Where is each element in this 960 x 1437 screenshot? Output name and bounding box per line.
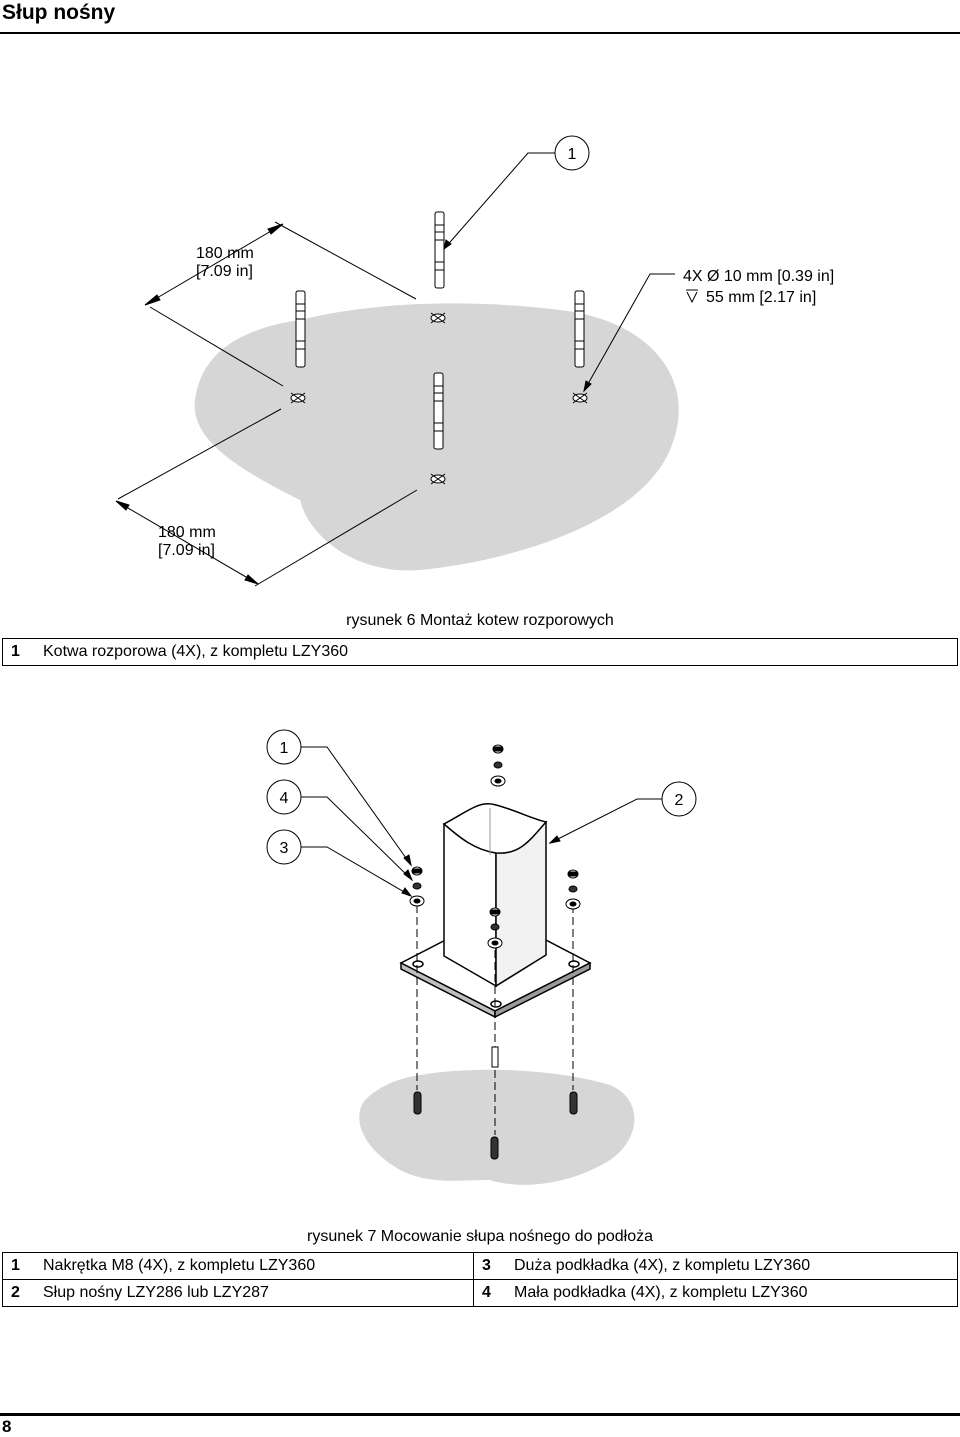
callout-leaders xyxy=(266,729,697,897)
legend-text: Mała podkładka (4X), z kompletu LZY360 xyxy=(506,1279,958,1307)
dimension-bottom-in: [7.09 in] xyxy=(158,542,215,559)
dimension-top-in: [7.09 in] xyxy=(196,263,253,280)
hardware-stack-top xyxy=(490,744,506,787)
legend-text: Nakrętka M8 (4X), z kompletu LZY360 xyxy=(35,1252,474,1280)
floor-anchors xyxy=(413,1046,578,1160)
legend-number: 1 xyxy=(2,638,35,666)
hardware-stack-right xyxy=(565,869,581,910)
drill-holes xyxy=(290,312,588,485)
legend-text: Duża podkładka (4X), z kompletu LZY360 xyxy=(506,1252,958,1280)
hardware-stack-center xyxy=(487,907,503,949)
legend-number: 4 xyxy=(473,1279,506,1307)
page-number: 8 xyxy=(2,1417,12,1436)
page-title: Słup nośny xyxy=(2,1,116,24)
anchor-bolt-bottom xyxy=(433,372,444,450)
support-post xyxy=(442,803,548,988)
legend-row: 1 Nakrętka M8 (4X), z kompletu LZY360 3 … xyxy=(2,1252,958,1280)
legend-number: 3 xyxy=(473,1252,506,1280)
dimension-line-top xyxy=(144,221,417,387)
footer-divider xyxy=(0,1413,960,1416)
figure-6-legend: 1 Kotwa rozporowa (4X), z kompletu LZY36… xyxy=(2,638,958,666)
callout-number-3: 3 xyxy=(280,840,289,857)
hole-spec-diameter: 4X Ø 10 mm [0.39 in] xyxy=(683,268,834,285)
figure-6-anchor-drawing: 1 180 mm [7.09 in] 180 mm [7.09 in] 4X Ø… xyxy=(115,135,834,587)
depth-symbol-icon xyxy=(686,289,698,304)
figure-7-legend: 1 Nakrętka M8 (4X), z kompletu LZY360 3 … xyxy=(2,1252,958,1307)
hole-spec-depth: 55 mm [2.17 in] xyxy=(706,289,816,306)
legend-row: 1 Kotwa rozporowa (4X), z kompletu LZY36… xyxy=(2,638,958,666)
legend-text: Słup nośny LZY286 lub LZY287 xyxy=(35,1279,474,1307)
callout-1 xyxy=(443,135,590,251)
anchor-bolt-right xyxy=(574,290,585,368)
title-divider xyxy=(0,32,960,34)
figure-7-caption: rysunek 7 Mocowanie słupa nośnego do pod… xyxy=(306,1228,653,1245)
anchor-bolt-left xyxy=(295,290,306,368)
figure-6-caption: rysunek 6 Montaż kotew rozporowych xyxy=(346,612,614,629)
figure-6-callout-number: 1 xyxy=(568,146,577,163)
dimension-bottom-mm: 180 mm xyxy=(158,524,216,541)
hardware-stack-left xyxy=(409,866,425,907)
callout-number-2: 2 xyxy=(675,792,684,809)
hole-spec-leader xyxy=(583,273,675,393)
callout-number-4: 4 xyxy=(280,790,289,807)
legend-row: 2 Słup nośny LZY286 lub LZY287 4 Mała po… xyxy=(2,1279,958,1307)
dimension-top-mm: 180 mm xyxy=(196,245,254,262)
floor-surface-shape-2 xyxy=(359,1069,635,1185)
callout-number-1: 1 xyxy=(280,740,289,757)
legend-text: Kotwa rozporowa (4X), z kompletu LZY360 xyxy=(35,638,958,666)
legend-number: 2 xyxy=(2,1279,35,1307)
anchor-bolt-top xyxy=(434,211,445,289)
dimension-line-bottom xyxy=(115,408,418,587)
figure-7-post-mounting-drawing: 1 4 3 2 xyxy=(266,729,697,1185)
alignment-dashed-lines xyxy=(416,905,574,1135)
legend-number: 1 xyxy=(2,1252,35,1280)
